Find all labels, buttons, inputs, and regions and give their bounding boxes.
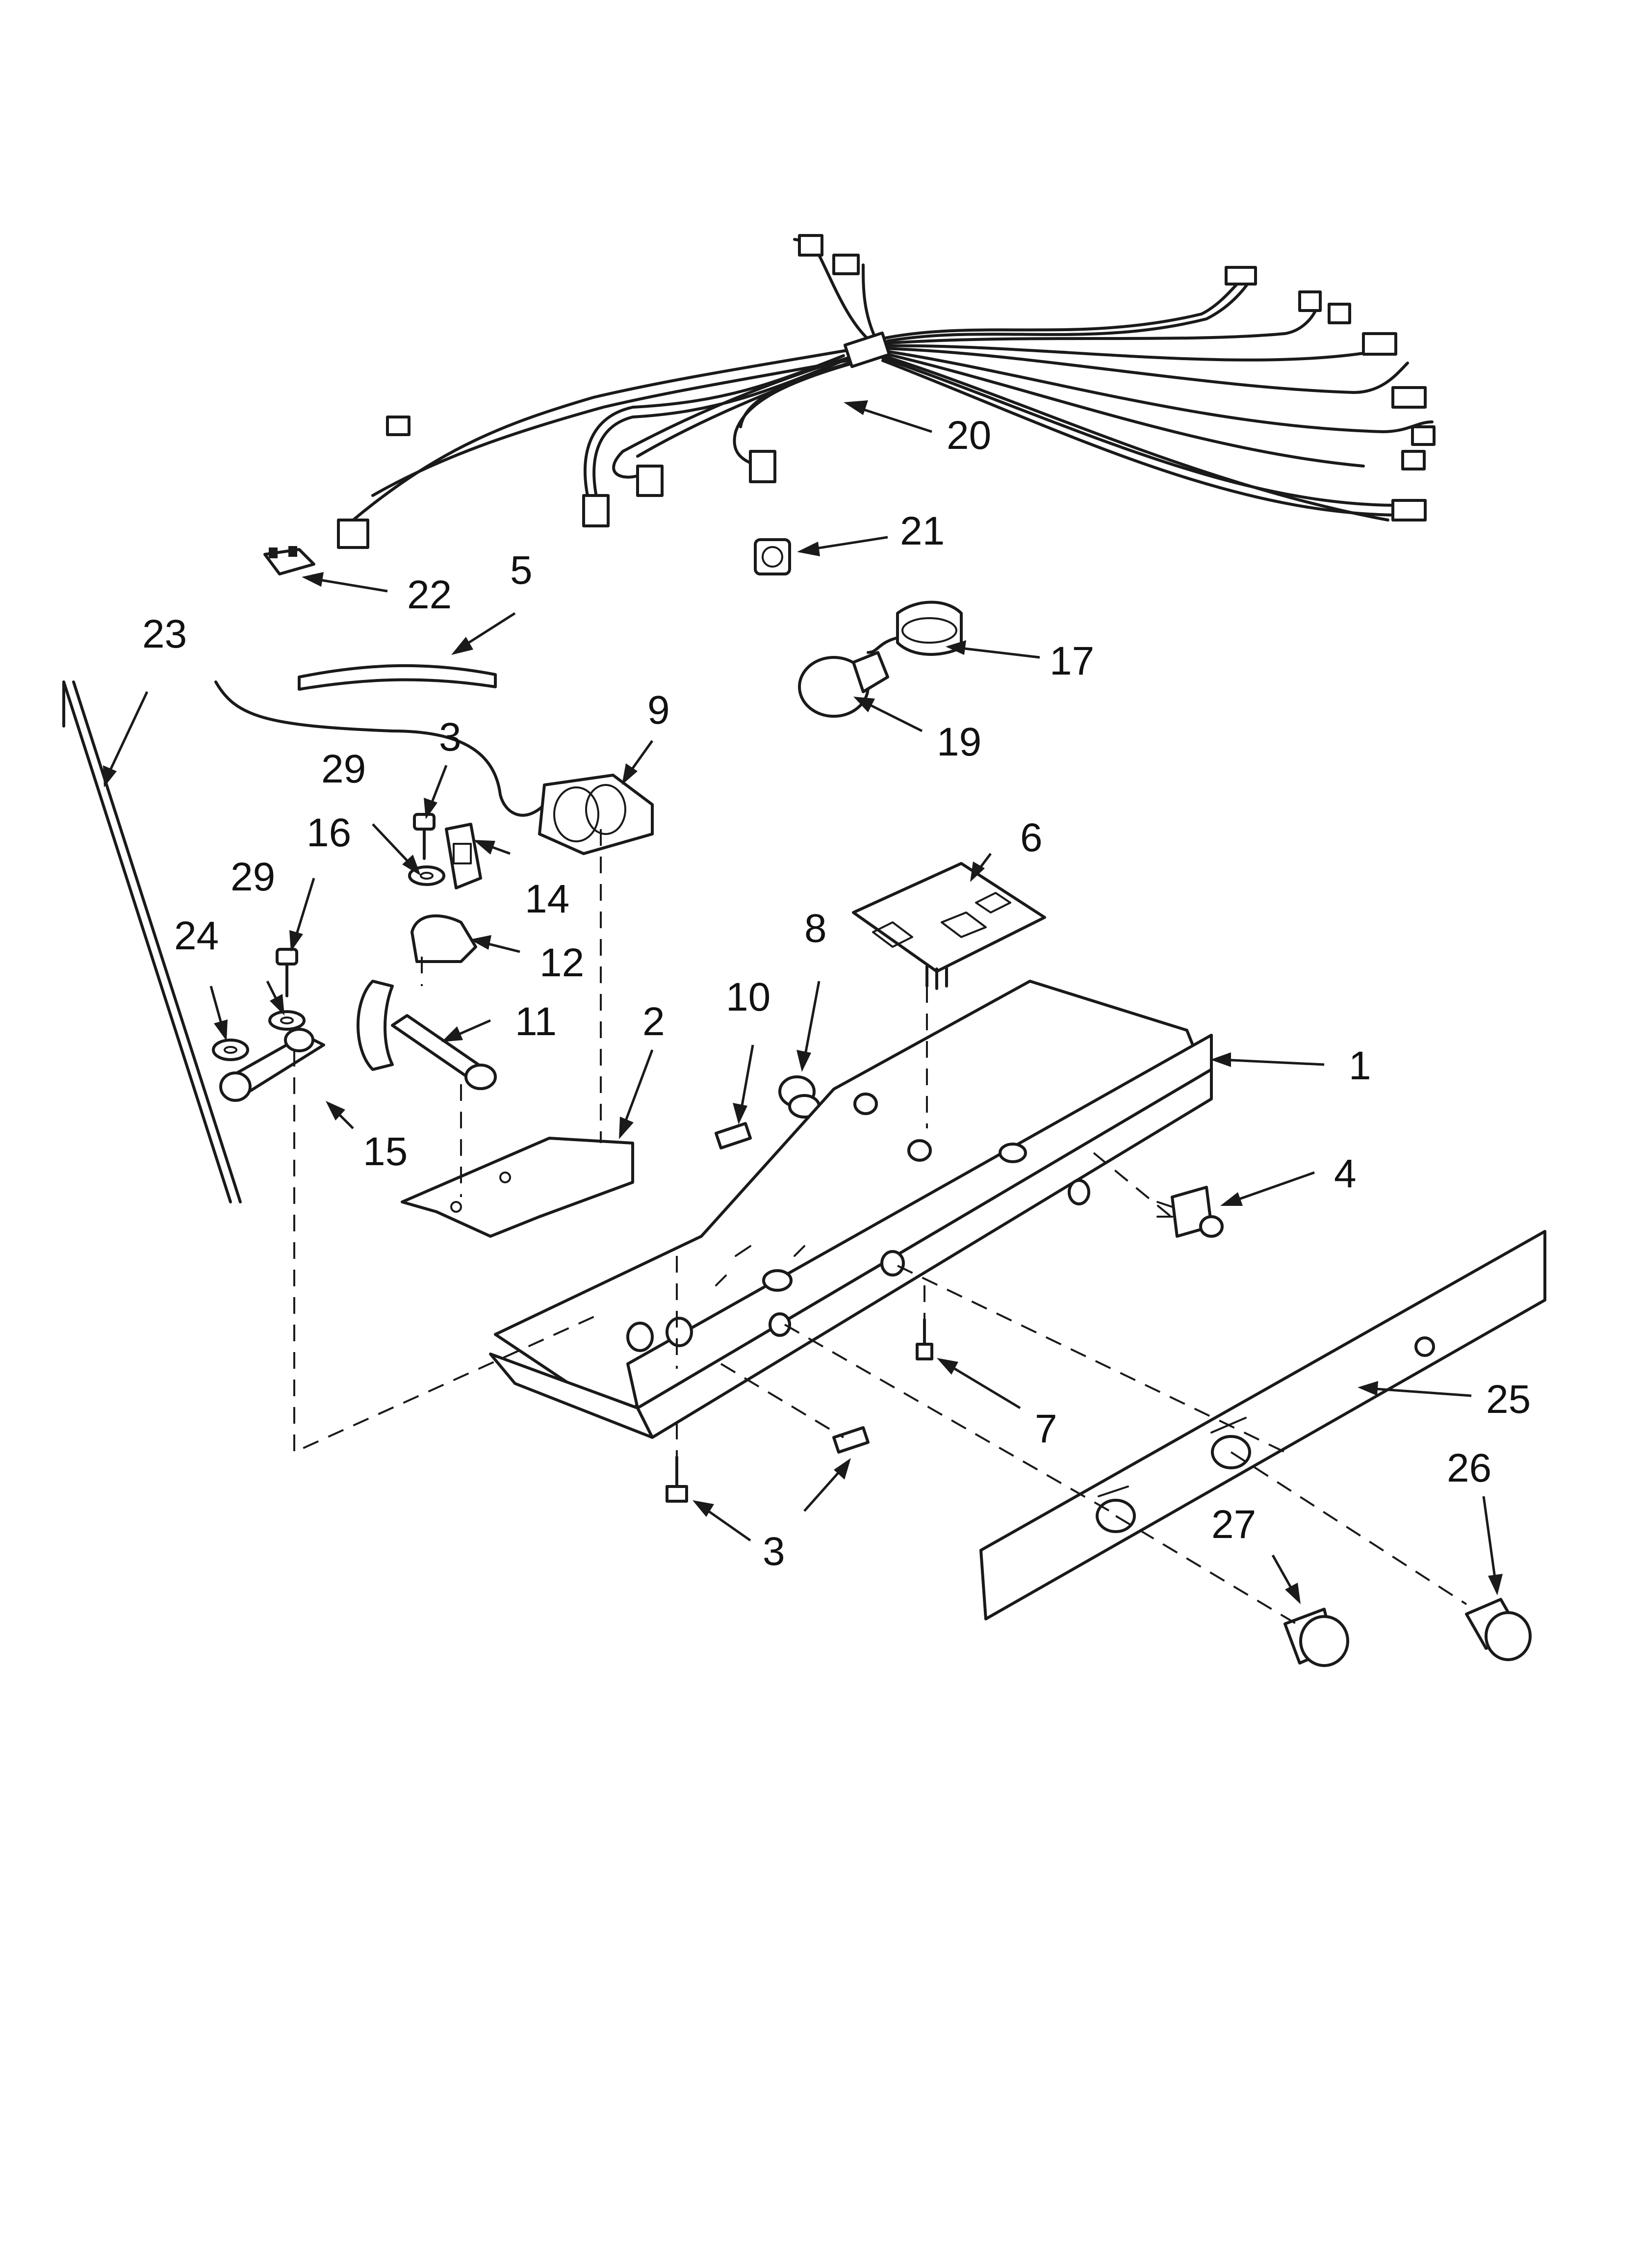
screw-lower (276, 948, 298, 997)
callout-15: 15 (363, 1129, 408, 1174)
callout-3-lower: 3 (763, 1529, 785, 1574)
callout-16: 16 (307, 810, 351, 855)
control-housing (489, 980, 1213, 1439)
housing-screw (916, 1318, 933, 1360)
callout-25: 25 (1486, 1377, 1531, 1422)
thermostat-control (214, 680, 654, 855)
callout-12: 12 (539, 940, 584, 985)
callout-17: 17 (1050, 639, 1094, 683)
callout-8: 8 (804, 906, 827, 951)
callout-labels: 20 21 22 5 23 17 19 9 3 29 16 14 6 29 12… (142, 413, 1531, 1574)
callout-2: 2 (642, 999, 665, 1044)
electronic-control-board (852, 862, 1046, 990)
callout-24: 24 (174, 913, 219, 958)
callout-6: 6 (1020, 815, 1043, 860)
callout-20: 20 (947, 413, 991, 458)
callout-19: 19 (937, 720, 981, 764)
callout-1: 1 (1349, 1043, 1371, 1088)
callout-3-upper: 3 (439, 715, 462, 759)
damper-lever (219, 1028, 325, 1102)
bottom-screw (666, 1456, 688, 1503)
actuator-rod (62, 680, 242, 1203)
callout-22: 22 (407, 573, 452, 617)
callout-11: 11 (515, 999, 557, 1044)
spacer-washer (212, 1039, 249, 1061)
drain-tube (298, 664, 497, 691)
terminal-clip (263, 546, 315, 575)
connector-clip (754, 538, 791, 575)
washer-lower (268, 1010, 306, 1031)
callout-26: 26 (1447, 1446, 1491, 1490)
side-screw (832, 1426, 870, 1454)
cable-clamp (410, 914, 477, 963)
callout-21: 21 (900, 509, 945, 553)
thermostat-bracket (401, 1137, 634, 1238)
mounting-screw (715, 1122, 752, 1149)
callout-23: 23 (142, 612, 187, 656)
switch-bracket (445, 823, 482, 889)
callout-7: 7 (1035, 1407, 1057, 1451)
control-knob-left (1283, 1608, 1349, 1667)
control-knob-right (1465, 1598, 1532, 1661)
callout-27: 27 (1211, 1502, 1256, 1547)
callout-5: 5 (510, 548, 533, 593)
leader-arrows (103, 400, 1503, 1604)
door-switch (1156, 1186, 1224, 1238)
wire-harness (337, 234, 1436, 549)
screw-upper (413, 813, 436, 860)
alignment-lines (293, 829, 1467, 1630)
callout-10: 10 (726, 975, 770, 1019)
damper-control (357, 980, 497, 1090)
callout-9: 9 (647, 688, 670, 732)
callout-14: 14 (525, 877, 569, 921)
control-panel (979, 1230, 1546, 1620)
callout-29-lower: 29 (231, 855, 275, 899)
light-bulb (798, 651, 889, 718)
callout-29-upper: 29 (321, 747, 366, 791)
callout-4: 4 (1334, 1151, 1357, 1196)
